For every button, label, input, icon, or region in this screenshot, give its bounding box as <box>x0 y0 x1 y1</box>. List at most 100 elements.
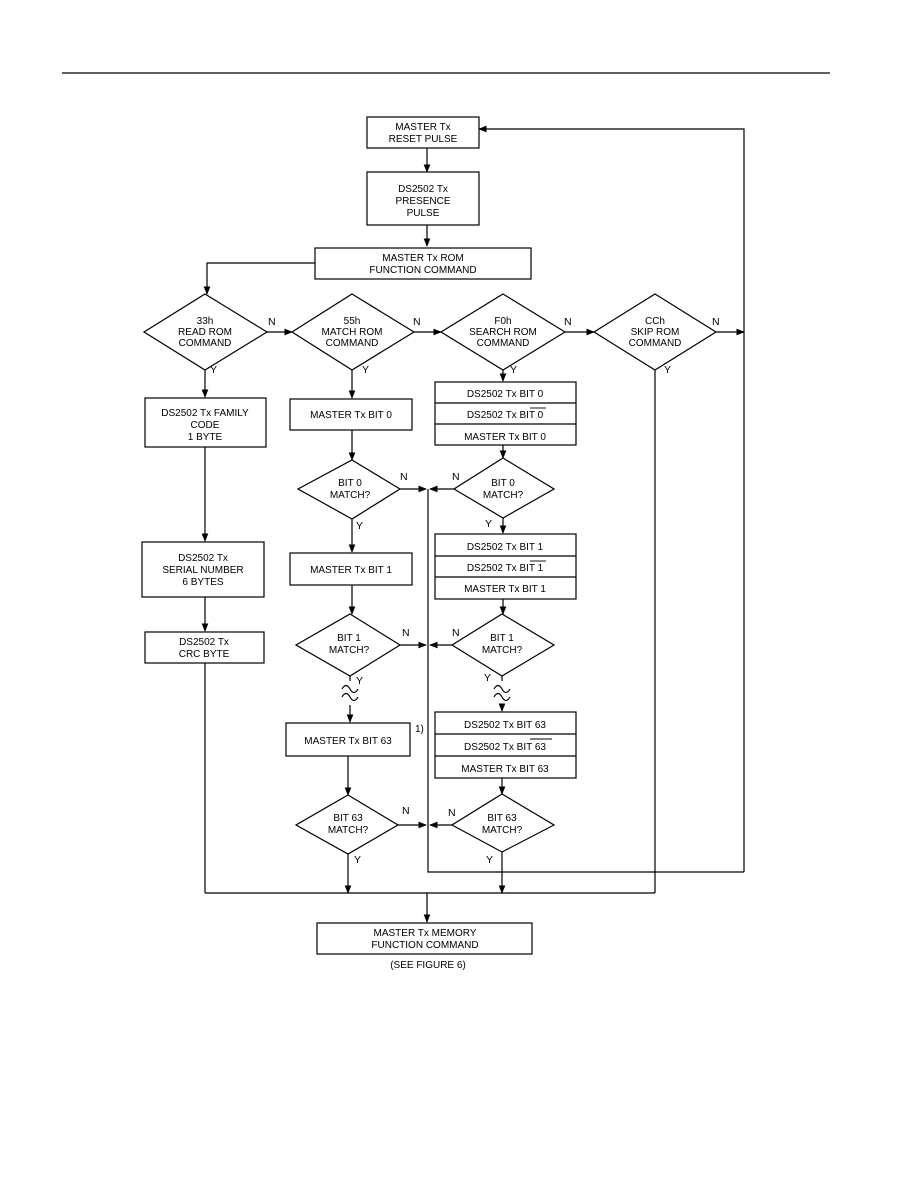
box-memory-function-command: MASTER Tx MEMORY FUNCTION COMMAND <box>316 922 533 955</box>
label-no: N <box>402 805 410 817</box>
branch-labels: N N N N Y Y Y Y N N Y Y N N Y Y N N Y Y <box>210 316 720 866</box>
decision-search-rom: F0h SEARCH ROM COMMAND <box>439 293 567 371</box>
label-no: N <box>448 807 456 819</box>
label-no: N <box>452 627 460 639</box>
node-text: BIT 63 <box>333 813 363 824</box>
node-text: DS2502 Tx BIT 1 <box>467 542 544 553</box>
label-yes: Y <box>356 520 363 532</box>
node-text: MATCH? <box>329 645 370 656</box>
node-text: MASTER Tx BIT 63 <box>304 736 392 747</box>
node-text: MATCH? <box>482 645 523 656</box>
label-yes: Y <box>485 518 492 530</box>
node-text: MASTER Tx BIT 1 <box>310 565 392 576</box>
node-text: F0h <box>494 316 511 327</box>
node-text: 55h <box>344 316 361 327</box>
node-text: DS2502 Tx <box>178 553 228 564</box>
node-text: DS2502 Tx FAMILY <box>161 408 249 419</box>
node-text: DS2502 Tx BIT 63 <box>464 742 546 753</box>
node-text: MASTER Tx BIT 0 <box>310 410 392 421</box>
node-text: CODE <box>191 420 220 431</box>
box-presence-pulse: DS2502 Tx PRESENCE PULSE <box>366 171 480 226</box>
label-yes: Y <box>664 364 671 376</box>
node-text: DS2502 Tx BIT 1 <box>467 563 544 574</box>
decision-read-rom: 33h READ ROM COMMAND <box>142 293 269 371</box>
node-text: FUNCTION COMMAND <box>371 940 478 951</box>
node-text: MATCH? <box>328 825 369 836</box>
label-yes: Y <box>484 672 491 684</box>
node-text: SERIAL NUMBER <box>162 565 243 576</box>
node-text: DS2502 Tx BIT 0 <box>467 389 544 400</box>
node-text: CCh <box>645 316 665 327</box>
node-text: RESET PULSE <box>389 134 458 145</box>
box-serial-number: DS2502 Tx SERIAL NUMBER 6 BYTES <box>141 541 265 598</box>
node-text: READ ROM <box>178 327 232 338</box>
node-text: DS2502 Tx BIT 63 <box>464 720 546 731</box>
box-master-reset-pulse: MASTER Tx RESET PULSE <box>366 116 480 149</box>
node-text: MASTER Tx BIT 0 <box>464 432 546 443</box>
label-no: N <box>564 316 572 328</box>
node-text: BIT 1 <box>490 633 514 644</box>
label-no: N <box>402 627 410 639</box>
box-search-bit1: DS2502 Tx BIT 1 DS2502 Tx BIT 1 MASTER T… <box>434 533 577 600</box>
label-no: N <box>452 471 460 483</box>
node-text: COMMAND <box>326 338 379 349</box>
decision-search-bit1-match: BIT 1 MATCH? <box>450 613 556 677</box>
node-text: FUNCTION COMMAND <box>369 265 476 276</box>
decision-search-bit63-match: BIT 63 MATCH? <box>450 793 556 853</box>
node-text: MATCH? <box>330 490 371 501</box>
node-text: DS2502 Tx <box>398 184 448 195</box>
node-text: PULSE <box>407 208 440 219</box>
node-text: MATCH ROM <box>322 327 383 338</box>
box-rom-function-command: MASTER Tx ROM FUNCTION COMMAND <box>314 247 532 280</box>
node-text: 33h <box>197 316 214 327</box>
footnote-mark: 1) <box>415 724 424 735</box>
box-master-bit0: MASTER Tx BIT 0 <box>289 398 413 431</box>
label-no: N <box>413 316 421 328</box>
label-yes: Y <box>486 854 493 866</box>
node-text: SKIP ROM <box>631 327 680 338</box>
decision-skip-rom: CCh SKIP ROM COMMAND <box>592 293 718 371</box>
label-no: N <box>712 316 720 328</box>
label-yes: Y <box>210 364 217 376</box>
node-text: MATCH? <box>482 825 523 836</box>
label-yes: Y <box>510 364 517 376</box>
label-yes: Y <box>362 364 369 376</box>
node-text: COMMAND <box>477 338 530 349</box>
box-search-bit0: DS2502 Tx BIT 0 DS2502 Tx BIT 0 MASTER T… <box>434 381 577 446</box>
label-yes: Y <box>354 854 361 866</box>
label-no: N <box>400 471 408 483</box>
decision-match-rom: 55h MATCH ROM COMMAND <box>290 293 416 371</box>
box-crc-byte: DS2502 Tx CRC BYTE <box>144 631 265 664</box>
node-text: MASTER Tx BIT 1 <box>464 584 546 595</box>
node-text: PRESENCE <box>395 196 450 207</box>
connectors <box>201 125 745 923</box>
node-text: DS2502 Tx BIT 0 <box>467 410 544 421</box>
node-text: MATCH? <box>483 490 524 501</box>
node-text: SEARCH ROM <box>469 327 537 338</box>
node-text: MASTER Tx MEMORY <box>374 928 477 939</box>
node-text: BIT 0 <box>338 478 362 489</box>
label-yes: Y <box>356 675 363 687</box>
node-text: MASTER Tx ROM <box>382 253 463 264</box>
decision-bit63-match: BIT 63 MATCH? <box>294 794 400 855</box>
box-master-bit1: MASTER Tx BIT 1 <box>289 552 413 586</box>
node-text: DS2502 Tx <box>179 637 229 648</box>
decision-search-bit0-match: BIT 0 MATCH? <box>452 457 556 519</box>
node-text: 6 BYTES <box>182 577 223 588</box>
node-text: BIT 1 <box>337 633 361 644</box>
node-text: 1 BYTE <box>188 432 223 443</box>
label-no: N <box>268 316 276 328</box>
decision-bit0-match: BIT 0 MATCH? <box>296 459 402 520</box>
node-text: CRC BYTE <box>179 649 230 660</box>
node-text: COMMAND <box>629 338 682 349</box>
box-family-code: DS2502 Tx FAMILY CODE 1 BYTE <box>144 397 267 448</box>
box-search-bit63: DS2502 Tx BIT 63 DS2502 Tx BIT 63 MASTER… <box>434 711 577 779</box>
node-text: BIT 63 <box>487 813 517 824</box>
node-text: MASTER Tx BIT 63 <box>461 764 549 775</box>
node-text: COMMAND <box>179 338 232 349</box>
see-figure-note: (SEE FIGURE 6) <box>390 960 466 971</box>
box-master-bit63: MASTER Tx BIT 63 <box>285 722 411 757</box>
node-text: BIT 0 <box>491 478 515 489</box>
node-text: MASTER Tx <box>395 122 450 133</box>
